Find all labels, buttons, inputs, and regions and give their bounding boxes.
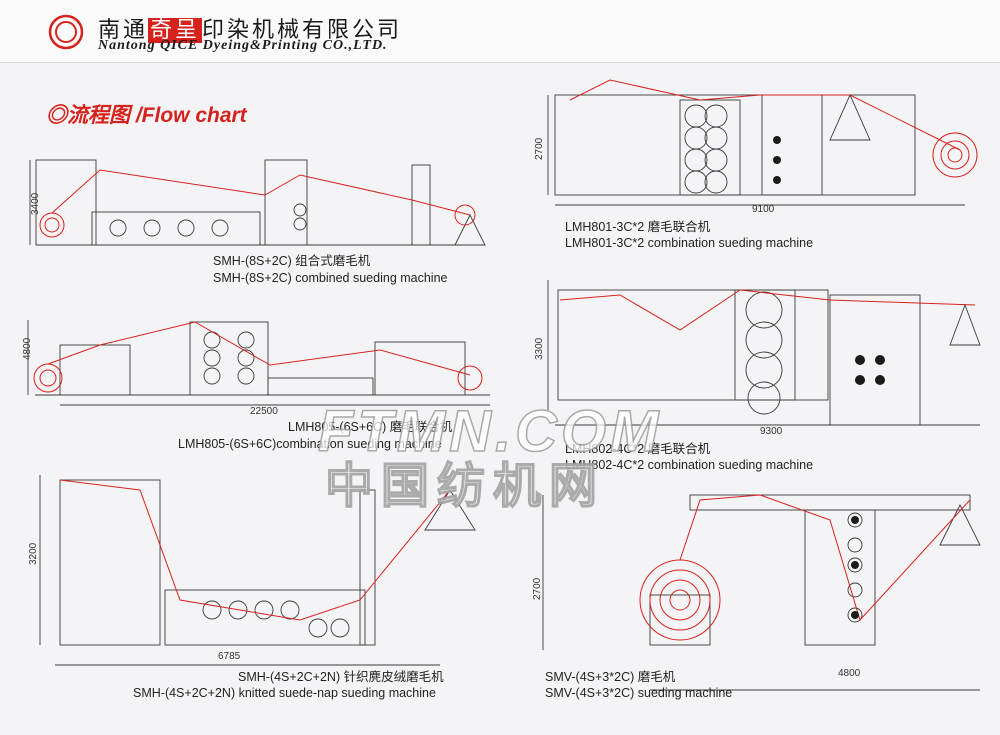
lmh805-length-dim: 22500 [250, 406, 278, 417]
smv-height-dim: 2700 [532, 577, 543, 600]
company-brand-highlight: 奇呈 [148, 18, 203, 43]
smh-4s2c2n-height-dim: 3200 [28, 542, 39, 565]
smh-4s2c2n-length-dim: 6785 [218, 651, 241, 662]
smh-4s2c2n-caption-cn: SMH-(4S+2C+2N) 针织麂皮绒磨毛机 [238, 670, 444, 684]
page-title: ◎流程图 /Flow chart [46, 104, 247, 127]
lmh802-length-dim: 9300 [760, 426, 783, 437]
lmh801-caption-cn: LMH801-3C*2 磨毛联合机 [565, 220, 711, 234]
smv-caption-en: SMV-(4S+3*2C) sueding machine [545, 686, 733, 700]
watermark-url: FTMN.COM [317, 398, 663, 465]
diagram-lmh802 [547, 280, 981, 426]
lmh802-caption-en: LMH802-4C*2 combination sueding machine [565, 458, 814, 472]
lmh805-caption-cn: LMH805-(6S+6C) 磨毛联合机 [288, 420, 453, 434]
header-bar: 南通奇呈印染机械有限公司 Nantong QICE Dyeing&Printin… [0, 0, 1000, 63]
lmh801-height-dim: 2700 [534, 137, 545, 160]
lmh802-height-dim: 3300 [534, 337, 545, 360]
company-name-cn: 南通奇呈印染机械有限公司 [98, 18, 403, 43]
lmh801-length-dim: 9100 [752, 204, 775, 215]
watermark-cn: 中国纺机网 [324, 459, 606, 514]
smv-caption-cn: SMV-(4S+3*2C) 磨毛机 [545, 670, 676, 684]
lmh805-caption-en: LMH805-(6S+6C)combination sueding machin… [178, 437, 442, 451]
smh-8s2c-height-dim: 3400 [30, 192, 41, 215]
lmh801-caption-en: LMH801-3C*2 combination sueding machine [565, 236, 814, 250]
company-logo-icon [48, 14, 84, 50]
diagram-smv [542, 494, 981, 691]
diagram-smh-4s2c2n [39, 475, 476, 666]
smv-length-dim: 4800 [838, 668, 861, 679]
company-name-en: Nantong QICE Dyeing&Printing CO.,LTD. [98, 38, 388, 53]
smh-4s2c2n-caption-en: SMH-(4S+2C+2N) knitted suede-nap sueding… [133, 686, 436, 700]
lmh802-caption-cn: LMH802-4C*2 磨毛联合机 [565, 442, 711, 456]
smh-8s2c-caption-cn: SMH-(8S+2C) 组合式磨毛机 [213, 254, 371, 268]
lmh805-height-dim: 4800 [22, 337, 33, 360]
diagram-lmh801 [547, 93, 965, 206]
smh-8s2c-caption-en: SMH-(8S+2C) combined sueding machine [213, 271, 448, 285]
diagram-smh-8s2c [29, 159, 486, 246]
diagram-lmh805 [27, 320, 490, 406]
